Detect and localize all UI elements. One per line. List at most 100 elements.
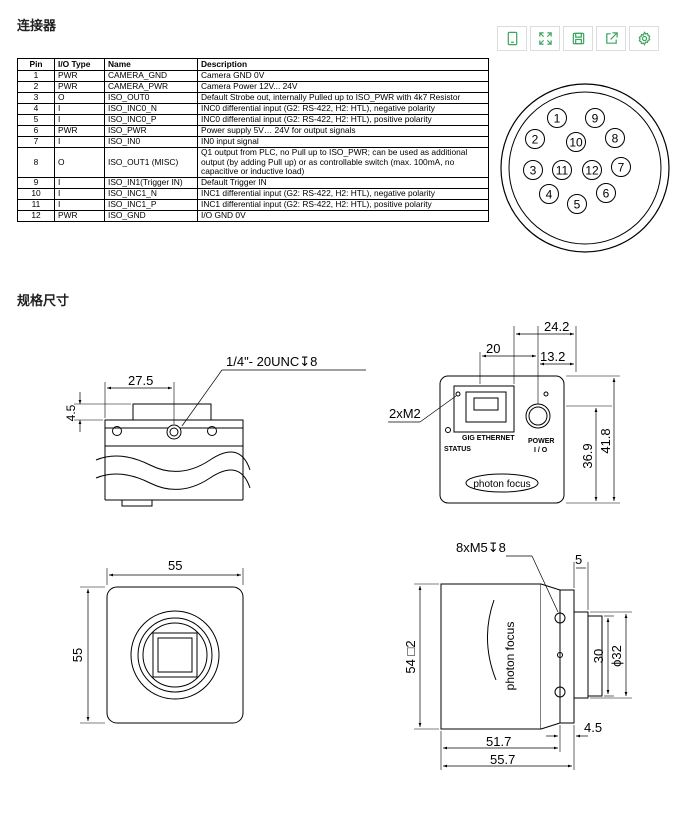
side-dim-54: 54 □2: [403, 640, 418, 673]
connector-pin-label: 6: [603, 187, 610, 201]
name-cell: ISO_PWR: [104, 125, 198, 137]
pin-cell: 3: [17, 92, 55, 104]
side-dim-phi-32: ϕ32: [609, 645, 624, 667]
name-cell: CAMERA_PWR: [104, 81, 198, 93]
pin-cell: 11: [17, 198, 55, 211]
description-cell: INC0 differential input (G2: RS-422, H2:…: [197, 103, 489, 115]
gear-icon: [638, 31, 650, 46]
fullscreen-button[interactable]: [530, 26, 560, 51]
io-type-cell: I: [54, 198, 105, 211]
side-dim-55-7: 55.7: [490, 752, 515, 767]
connector-pin-circle: [539, 184, 559, 204]
pin-cell: 12: [17, 209, 55, 222]
header-io-type: I/O Type: [54, 58, 105, 71]
save-button[interactable]: [563, 26, 593, 51]
io-type-cell: O: [54, 92, 105, 104]
name-cell: ISO_GND: [104, 209, 198, 222]
name-cell: ISO_INC0_P: [104, 114, 198, 126]
io-type-cell: I: [54, 187, 105, 200]
top-view-height-label: 4.5: [64, 404, 78, 421]
name-cell: ISO_IN0: [104, 136, 198, 148]
connector-pin-label: 4: [546, 188, 553, 202]
face-height-label: 55: [70, 648, 85, 662]
name-cell: ISO_IN1(Trigger IN): [104, 176, 198, 189]
io-type-cell: I: [54, 114, 105, 126]
name-cell: ISO_OUT0: [104, 92, 198, 104]
pin-cell: 5: [17, 114, 55, 126]
name-cell: ISO_INC1_N: [104, 187, 198, 200]
dimensions-section-title: 规格尺寸: [17, 294, 70, 309]
tablet-view-button[interactable]: [497, 26, 527, 51]
connector-pin-circle: [567, 194, 587, 214]
pin-cell: 8: [17, 147, 55, 178]
pin-cell: 7: [17, 136, 55, 148]
status-label: STATUS: [444, 446, 471, 453]
name-cell: CAMERA_GND: [104, 70, 198, 82]
gige-label: GIG ETHERNET: [462, 435, 515, 442]
connector-pin-label: 10: [569, 136, 583, 150]
power-label: POWER: [528, 438, 554, 445]
connector-pin-circle: [525, 129, 545, 149]
connector-pin-label: 5: [574, 198, 581, 212]
io-type-cell: PWR: [54, 209, 105, 222]
toolbar: [494, 26, 659, 51]
connector-pin-circle: [566, 132, 586, 152]
front-view-drawing: [388, 326, 620, 504]
pin-cell: 10: [17, 187, 55, 200]
connector-pin-circle: [611, 157, 631, 177]
header-description: Description: [197, 58, 489, 71]
side-screws-label: 8xM5↧8: [456, 540, 506, 555]
front-dim-41-8: 41.8: [598, 428, 613, 453]
description-cell: Default Trigger IN: [197, 176, 489, 189]
connector-pin-label: 7: [618, 161, 625, 175]
fullscreen-icon: [538, 32, 552, 45]
connector-pin-circle: [596, 183, 616, 203]
connector-pin-circle: [582, 160, 602, 180]
connector-pin-circle: [523, 160, 543, 180]
description-cell: Default Strobe out, internally Pulled up…: [197, 92, 489, 104]
io-label: I / O: [534, 447, 548, 454]
connector-pin-circle: [552, 160, 572, 180]
connector-pin-label: 1: [554, 112, 561, 126]
face-view-drawing: [80, 568, 244, 724]
io-type-cell: I: [54, 176, 105, 189]
io-type-cell: PWR: [54, 125, 105, 137]
description-cell: I/O GND 0V: [197, 209, 489, 222]
connector-pin-label: 3: [530, 164, 537, 178]
io-type-cell: O: [54, 147, 105, 178]
description-cell: Power supply 5V… 24V for output signals: [197, 125, 489, 137]
share-button[interactable]: [596, 26, 626, 51]
description-cell: INC0 differential input (G2: RS-422, H2:…: [197, 114, 489, 126]
name-cell: ISO_INC1_P: [104, 198, 198, 211]
pin-cell: 6: [17, 125, 55, 137]
side-dim-30: 30: [591, 649, 606, 663]
description-cell: IN0 input signal: [197, 136, 489, 148]
description-cell: INC1 differential input (G2: RS-422, H2:…: [197, 187, 489, 200]
description-cell: Q1 output from PLC, no Pull up to ISO_PW…: [197, 147, 489, 178]
io-type-cell: PWR: [54, 70, 105, 82]
front-dim-36-9: 36.9: [580, 443, 595, 468]
side-dim-5: 5: [575, 552, 582, 567]
connector-pin-label: 2: [532, 133, 539, 147]
connector-pin-label: 11: [556, 164, 569, 178]
io-type-cell: PWR: [54, 81, 105, 93]
connector-pin-circle: [605, 128, 625, 148]
connector-pin-label: 9: [592, 112, 599, 126]
dimension-drawings: 27.5 4.5 1/4"- 20UNC↧8 24.2 20 13.2 36.9: [64, 319, 632, 770]
settings-button[interactable]: [629, 26, 659, 51]
connector-section-title: 连接器: [17, 19, 57, 34]
connector-pin-circle: [547, 108, 567, 128]
header-name: Name: [104, 58, 198, 71]
connector-pin-label: 12: [585, 164, 599, 178]
